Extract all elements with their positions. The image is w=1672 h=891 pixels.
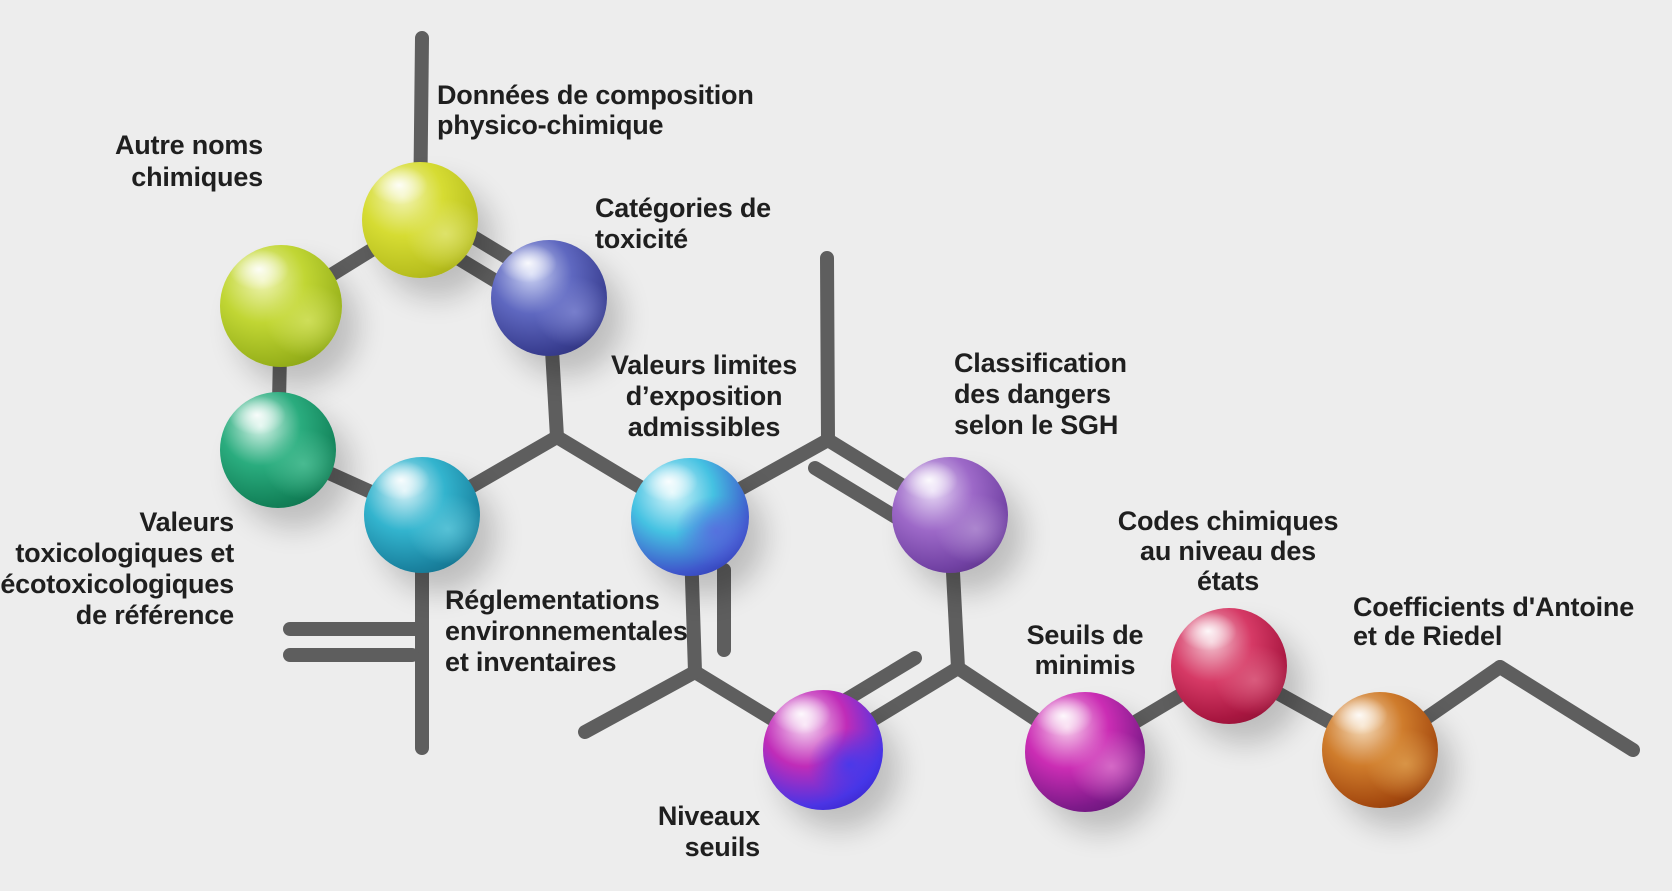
bond-vertex2-classification-inner	[808, 461, 911, 529]
yellow-green-sphere	[220, 245, 342, 367]
navy-blue-sphere	[491, 240, 607, 356]
label-coefficients: Coefficients d'Antoine et de Riedel	[1353, 592, 1635, 651]
label-valeurs-limites: Valeurs limites d’exposition admissibles	[610, 350, 798, 442]
label-reglementations: Réglementations environnementales et inv…	[445, 585, 688, 677]
magenta-blue-sphere	[763, 690, 883, 810]
label-seuils-minimis: Seuils de minimis	[1026, 620, 1144, 680]
label-valeurs-toxicologiques: Valeurs toxicologiques et écotoxicologiq…	[0, 507, 234, 630]
label-codes-chimiques: Codes chimiques au niveau des états	[1117, 506, 1339, 596]
bond-peak-end	[1493, 660, 1640, 757]
bond-top-stub-2	[820, 251, 835, 447]
label-autres-noms: Autre noms chimiques	[114, 130, 263, 192]
bond-vertex3-stub	[578, 665, 702, 739]
yellow-sphere	[362, 162, 478, 278]
label-composition: Données de composition physico-chimique	[437, 80, 754, 140]
cyan-blue-sphere	[631, 458, 749, 576]
rust-orange-sphere	[1322, 692, 1438, 808]
label-niveaux-seuils: Niveaux seuils	[657, 801, 760, 862]
green-sphere	[220, 392, 336, 508]
magenta-sphere	[1025, 692, 1145, 812]
label-categories-toxicite: Catégories de toxicité	[595, 193, 771, 254]
cyan-sphere	[364, 457, 480, 573]
label-classification-sgh: Classification des dangers selon le SGH	[954, 348, 1127, 440]
purple-sphere	[892, 457, 1008, 573]
crimson-sphere	[1171, 608, 1287, 724]
